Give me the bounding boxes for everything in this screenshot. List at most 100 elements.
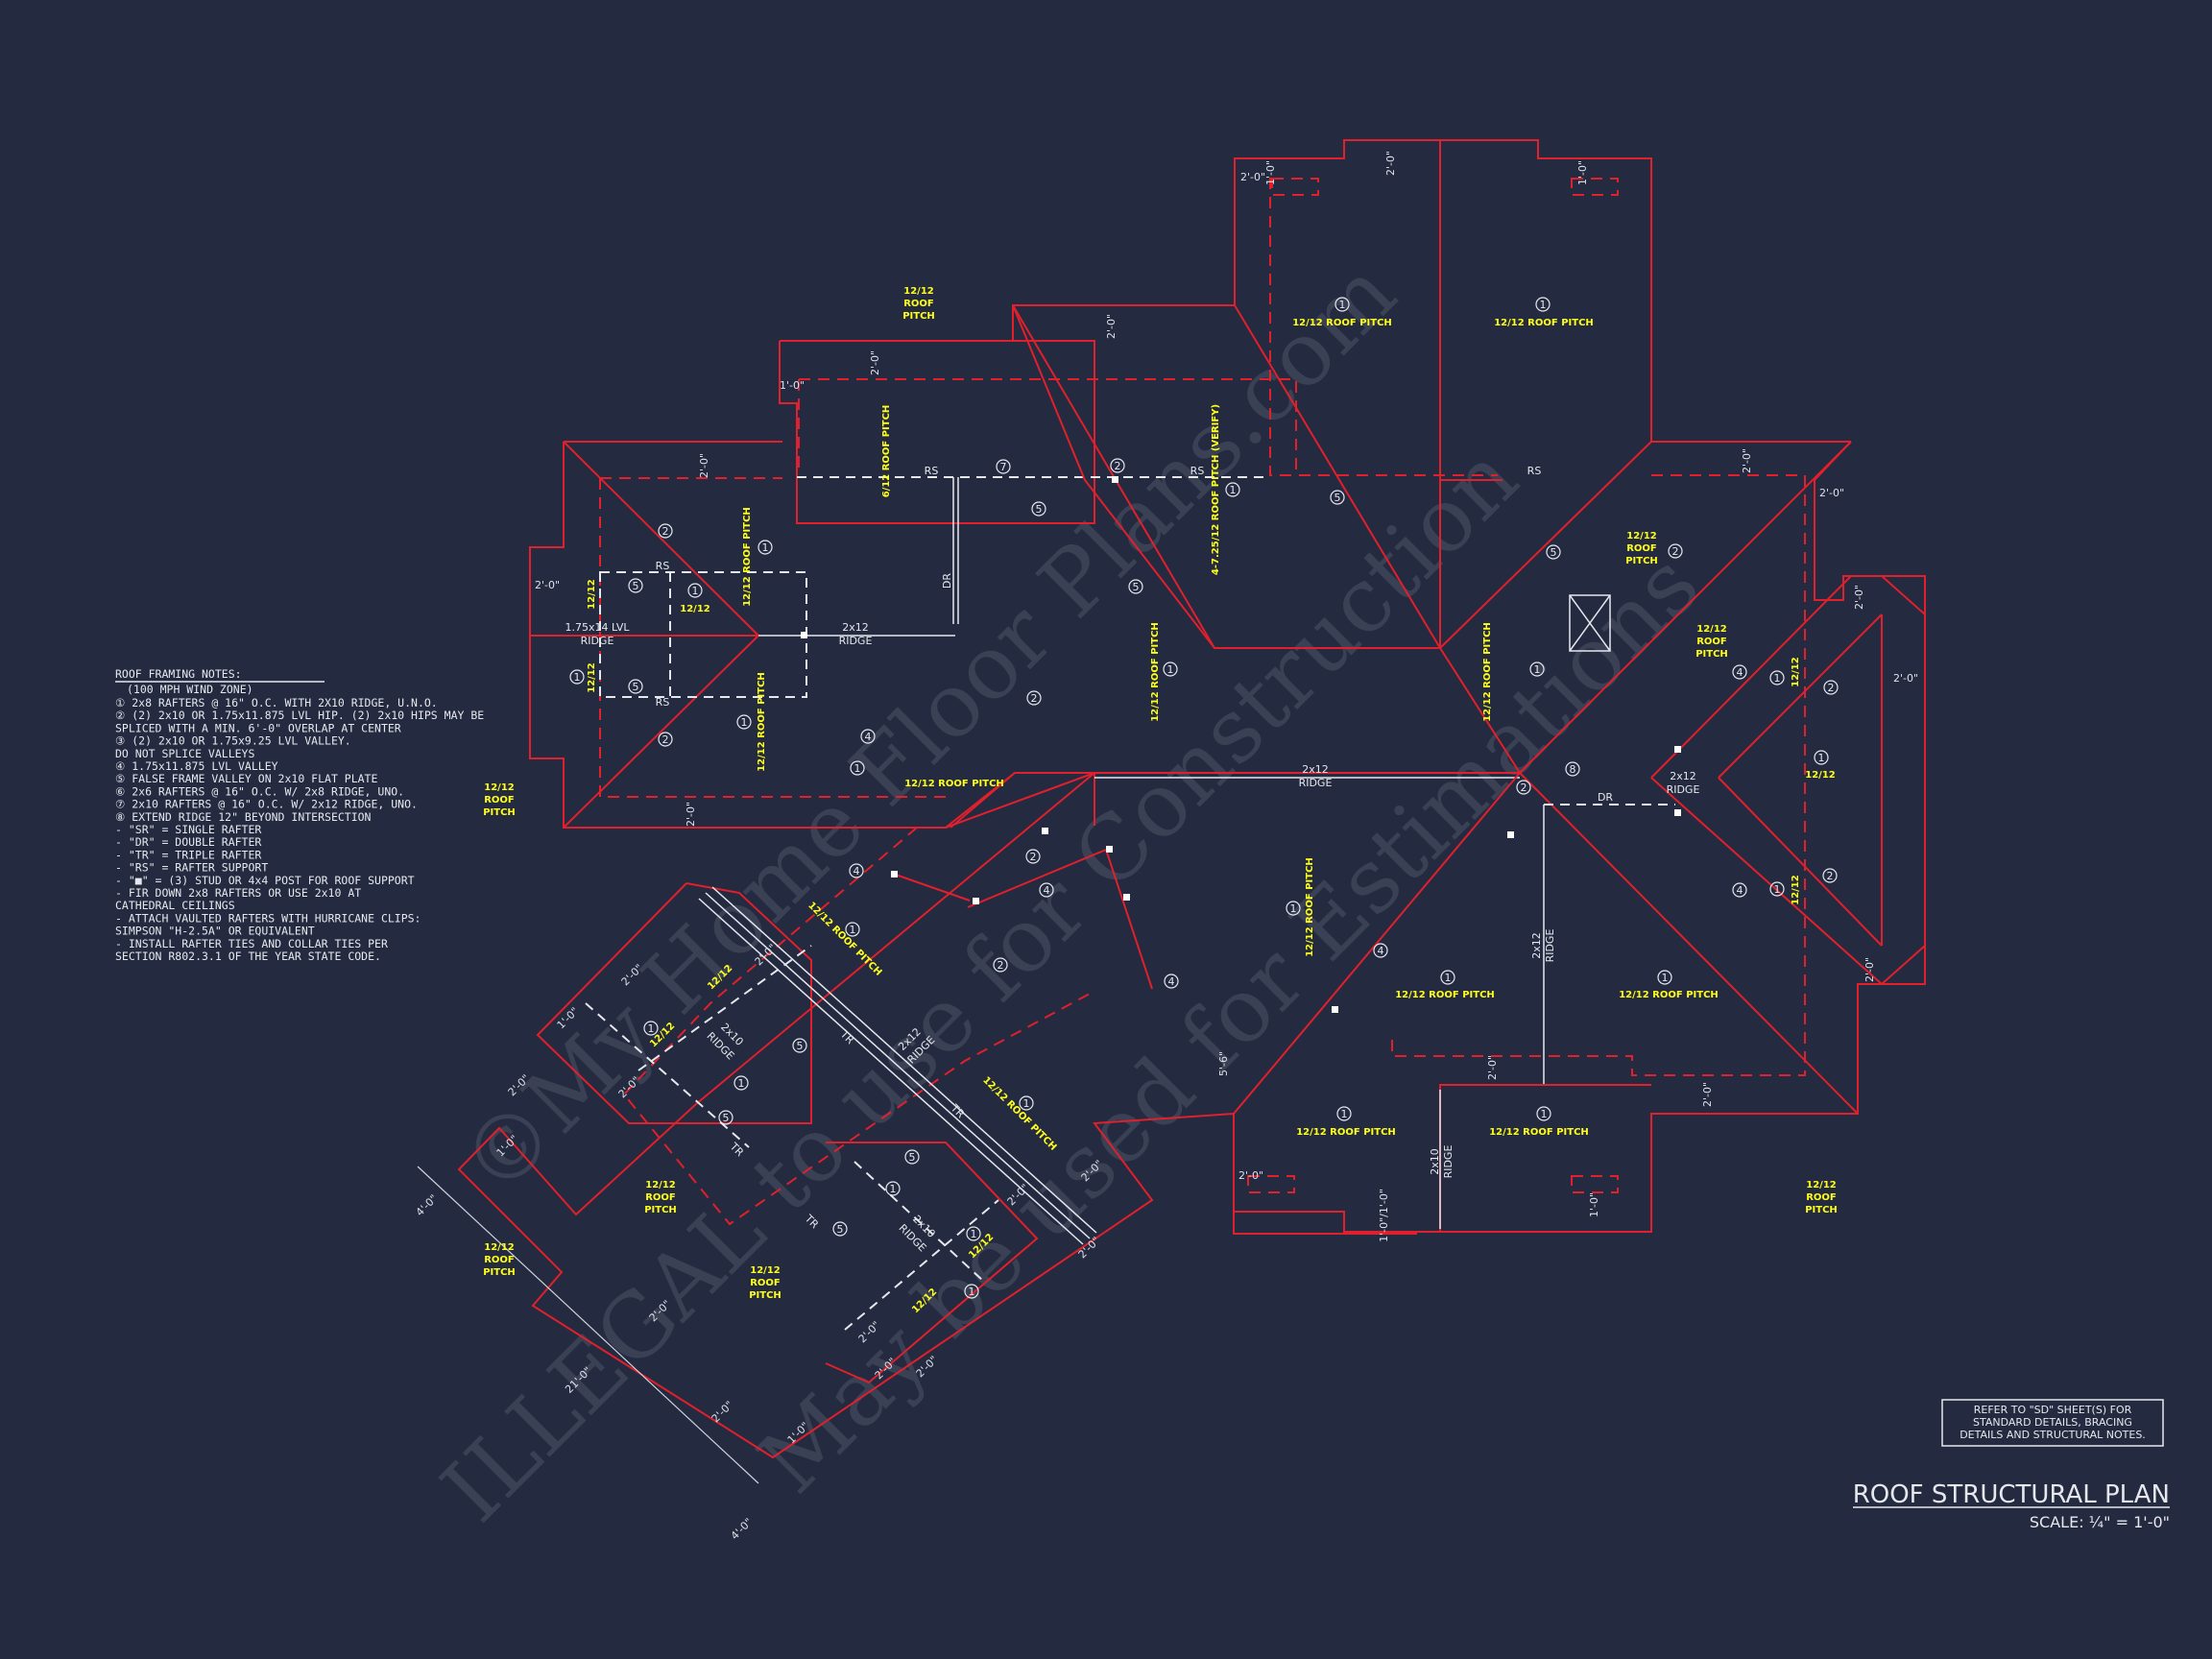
dimension-label: 2'-0" xyxy=(1819,487,1844,499)
sw-wing-join xyxy=(950,772,1016,829)
callout-circle: 5 xyxy=(904,1149,920,1165)
west-hip-lower xyxy=(563,635,759,829)
rs-label-2: RS xyxy=(1190,465,1205,477)
pitch-sw-1: 12/12 ROOF PITCH xyxy=(805,901,883,978)
callout-number: 1 xyxy=(890,1183,897,1195)
callout-number: 5 xyxy=(1334,492,1341,504)
west-ridge-label: RIDGE xyxy=(839,635,873,647)
callout-circle: 1 xyxy=(850,760,865,776)
callout-number: 1 xyxy=(738,1077,745,1090)
sw-rafter-dashed-b xyxy=(854,1161,985,1283)
sw-inner-gable-a xyxy=(536,882,812,1124)
note-line: - "DR" = DOUBLE RAFTER xyxy=(115,835,261,849)
note-line: - "■" = (3) STUD OR 4x4 POST FOR ROOF SU… xyxy=(115,874,415,887)
sw-rotated-wing xyxy=(417,772,1235,1484)
center-outline xyxy=(1012,304,1503,649)
west-valley xyxy=(945,772,1095,829)
dimension-label: 2'-0" xyxy=(1238,1169,1263,1182)
east-body-outline xyxy=(1233,441,1926,1235)
callout-circle: 1 xyxy=(643,1021,659,1036)
pitch-se-1: 12/12 ROOF PITCH xyxy=(1395,990,1495,1000)
callout-circle: 2 xyxy=(1110,458,1125,473)
callout-circle: 5 xyxy=(792,1038,807,1053)
note-line: - ATTACH VAULTED RAFTERS WITH HURRICANE … xyxy=(115,911,421,925)
dimension-label: 2'-0" xyxy=(1105,314,1118,339)
note-line: CATHEDRAL CEILINGS xyxy=(115,899,235,912)
dimension-label: 1'-0" xyxy=(1588,1192,1600,1217)
note-line: SPLICED WITH A MIN. 6'-0" OVERLAP AT CEN… xyxy=(115,721,401,734)
reference-line-2: STANDARD DETAILS, BRACING xyxy=(1973,1416,2132,1429)
callout-number: 5 xyxy=(633,681,639,693)
callout-circle: 2 xyxy=(1025,849,1041,864)
pitch-stack-line: ROOF xyxy=(1626,543,1657,554)
callout-circle: 1 xyxy=(1225,482,1240,497)
callout-number: 5 xyxy=(797,1040,804,1052)
east-ridge-label: RIDGE xyxy=(1667,783,1700,796)
callout-number: 5 xyxy=(1133,581,1140,593)
callout-number: 1 xyxy=(762,541,769,554)
sw-ridge-tr-2 xyxy=(711,886,1097,1234)
callout-circle: 1 xyxy=(1336,1106,1352,1121)
pitch-stack-line: 12/12 xyxy=(750,1265,781,1276)
sw-wing-dashed xyxy=(622,827,1091,1226)
ratio-2: 12/12 xyxy=(587,579,597,610)
callout-circle: 1 xyxy=(1286,901,1301,916)
pitch-stack-line: ROOF xyxy=(750,1278,781,1288)
pitch-stack-line: ROOF xyxy=(645,1192,676,1203)
sw-rafter-dashed-c xyxy=(637,945,812,1071)
sw-valley-b xyxy=(892,873,971,902)
sw-rafter-dashed-d xyxy=(844,1199,999,1331)
callout-number: 1 xyxy=(1230,484,1237,496)
dimension-label: 2'-0" xyxy=(1240,171,1265,183)
note-line: SECTION R802.3.1 OF THE YEAR STATE CODE. xyxy=(115,950,381,963)
pitch-stack-line: 12/12 xyxy=(484,1242,515,1253)
note-line: DO NOT SPLICE VALLEYS xyxy=(115,747,254,760)
pitch-south-1: 12/12 ROOF PITCH xyxy=(1296,1127,1396,1138)
callout-number: 1 xyxy=(1167,663,1174,676)
dimension-label: 2'-0" xyxy=(535,579,560,591)
lvl-ridge-ridge: RIDGE xyxy=(581,635,614,647)
callout-circle: 1 xyxy=(1440,970,1455,985)
dimension-label: 1'-0" xyxy=(780,379,805,392)
pitch-stack-line: PITCH xyxy=(483,1267,516,1278)
callout-number: 2 xyxy=(1030,851,1037,863)
rs-label-5: RS xyxy=(656,696,670,709)
callout-circle: 5 xyxy=(628,679,643,694)
pitch-stack-line: 12/12 xyxy=(903,286,934,297)
pitch-stack-line: ROOF xyxy=(484,1255,515,1265)
callout-circle: 1 xyxy=(733,1075,749,1091)
dr-label-1: DR xyxy=(941,573,953,589)
callout-number: 4 xyxy=(1737,884,1743,897)
callout-circle: 1 xyxy=(569,669,585,685)
note-line: SIMPSON "H-2.5A" OR EQUIVALENT xyxy=(115,925,315,938)
reference-line-3: DETAILS AND STRUCTURAL NOTES. xyxy=(1960,1429,2146,1441)
callout-circle: 1 xyxy=(845,922,860,937)
callout-circle: 2 xyxy=(658,523,673,539)
dimension-label: 2'-0" xyxy=(1741,448,1753,473)
dimension-label: 2'-0" xyxy=(709,1399,736,1426)
skylight xyxy=(1569,594,1611,652)
pitch-west-hall: 12/12 ROOF PITCH xyxy=(904,779,1004,789)
callout-circle: 1 xyxy=(1529,661,1545,677)
callout-number: 1 xyxy=(648,1022,655,1035)
ratio-1: 12/12 xyxy=(680,604,710,614)
pitch-stack-line: PITCH xyxy=(1805,1205,1838,1215)
vent-boxes xyxy=(1247,178,1619,1193)
callout-circle: 2 xyxy=(1026,690,1042,706)
dimension-label: 2'-0" xyxy=(698,453,710,478)
callout-circle: 1 xyxy=(687,583,703,598)
callout-number: 2 xyxy=(1031,692,1038,705)
callout-number: 8 xyxy=(1570,763,1576,776)
reference-frame xyxy=(1941,1399,2164,1447)
plan-title-block: ROOF STRUCTURAL PLAN SCALE: ¼" = 1'-0" xyxy=(1853,1480,2170,1531)
rs-label-1: RS xyxy=(925,465,939,477)
pitch-se-2: 12/12 ROOF PITCH xyxy=(1619,990,1719,1000)
callout-circle: 1 xyxy=(1019,1095,1034,1111)
note-line: ⑦ 2x10 RAFTERS @ 16" O.C. W/ 2x12 RIDGE,… xyxy=(115,798,418,811)
